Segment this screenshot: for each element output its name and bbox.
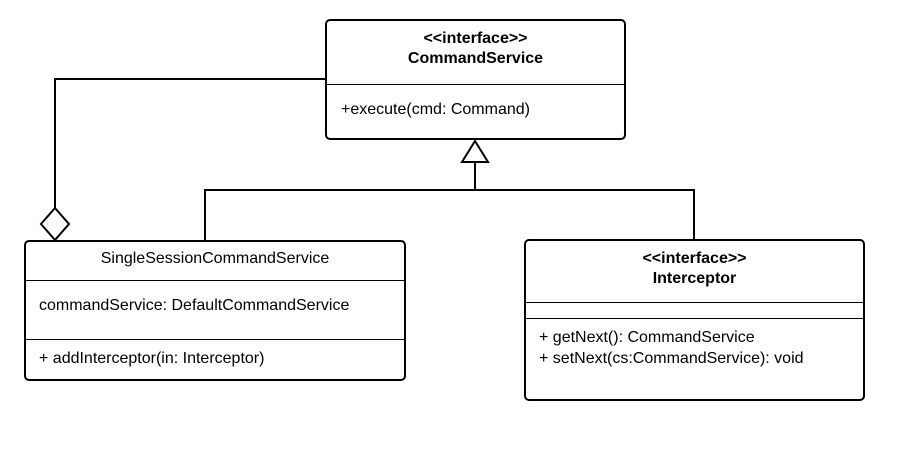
operations-compartment: + getNext(): CommandService + setNext(cs… bbox=[526, 318, 863, 369]
aggregation-line bbox=[54, 78, 325, 208]
realization-line-single-session bbox=[204, 162, 476, 240]
class-name: SingleSessionCommandService bbox=[100, 250, 330, 267]
operation: + addInterceptor(in: Interceptor) bbox=[39, 350, 265, 367]
realization-line-interceptor bbox=[475, 189, 695, 239]
generalization-arrowhead-icon bbox=[460, 139, 490, 163]
aggregation-diamond-icon bbox=[39, 206, 71, 242]
stereotype-label: <<interface>> bbox=[423, 30, 528, 47]
attributes-compartment bbox=[526, 302, 863, 318]
class-name: CommandService bbox=[407, 50, 544, 67]
class-name: Interceptor bbox=[652, 270, 737, 287]
class-box-single-session-command-service[interactable]: SingleSessionCommandService commandServi… bbox=[24, 240, 406, 381]
stereotype-label: <<interface>> bbox=[642, 250, 747, 267]
attribute: commandService: DefaultCommandService bbox=[39, 297, 350, 314]
operations-compartment: +execute(cmd: Command) bbox=[327, 84, 624, 120]
attributes-compartment: commandService: DefaultCommandService bbox=[26, 280, 404, 339]
class-header: <<interface>> CommandService bbox=[327, 21, 624, 84]
operations-compartment: + addInterceptor(in: Interceptor) bbox=[26, 339, 404, 369]
operation: + setNext(cs:CommandService): void bbox=[539, 350, 804, 367]
class-header: <<interface>> Interceptor bbox=[526, 241, 863, 302]
class-header: SingleSessionCommandService bbox=[26, 242, 404, 280]
class-box-interceptor[interactable]: <<interface>> Interceptor + getNext(): C… bbox=[524, 239, 865, 401]
operation: +execute(cmd: Command) bbox=[341, 101, 530, 118]
class-box-command-service[interactable]: <<interface>> CommandService +execute(cm… bbox=[325, 19, 626, 140]
operation: + getNext(): CommandService bbox=[539, 329, 755, 346]
